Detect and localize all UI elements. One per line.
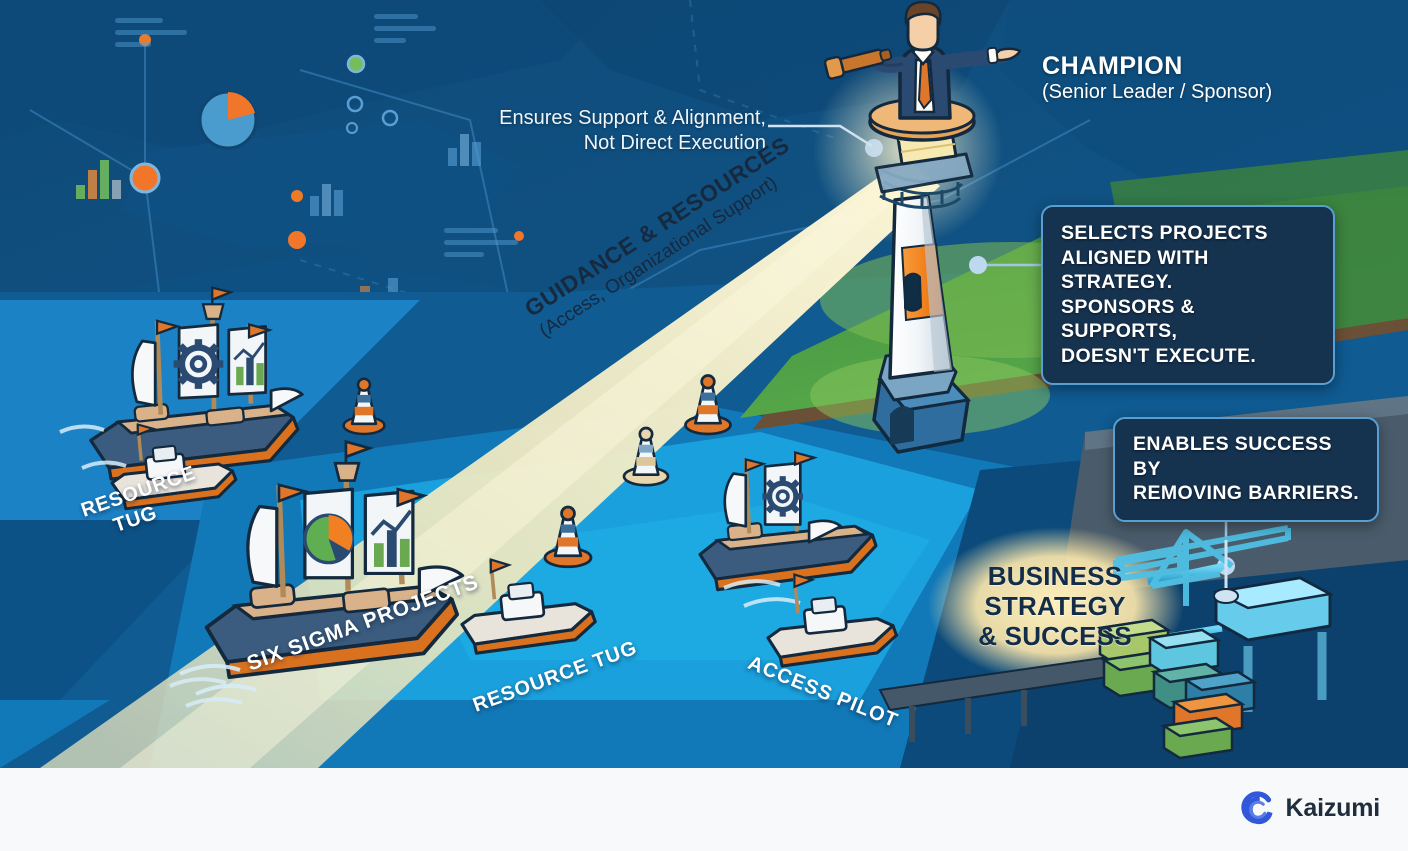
bar-chart-icon — [370, 509, 413, 567]
destination-line: BUSINESS — [987, 561, 1123, 591]
champion-subtitle: (Senior Leader / Sponsor) — [1042, 81, 1273, 103]
bar-chart-icon — [310, 184, 343, 216]
callout-line: ALIGNED WITH STRATEGY. — [1061, 246, 1209, 294]
port-crane-icon — [878, 525, 1334, 742]
tugboat-icon — [766, 573, 899, 668]
kaizumi-swirl-logo-icon — [1240, 791, 1273, 825]
brand-name: Kaizumi — [1285, 793, 1381, 822]
champion-annotation: Ensures Support & Alignment, Not Direct … — [499, 107, 766, 154]
callout-selects-projects: SELECTS PROJECTS ALIGNED WITH STRATEGY. … — [1041, 205, 1335, 385]
tugboat-icon — [110, 423, 238, 511]
pie-chart-icon — [303, 513, 355, 565]
callout-enables-success: ENABLES SUCCESS BY REMOVING BARRIERS. — [1113, 417, 1379, 522]
champion-title: CHAMPION — [1042, 52, 1183, 80]
text-placeholder-lines — [115, 14, 518, 257]
businessman-with-telescope-icon — [823, 0, 1022, 120]
map-pin-icon — [129, 34, 524, 249]
water-wake — [179, 663, 257, 696]
destination-line: STRATEGY — [984, 591, 1126, 621]
callout-line: SPONSORS & SUPPORTS, — [1061, 295, 1196, 343]
bar-chart-icon — [76, 160, 121, 199]
callout-line: DOESN'T EXECUTE. — [1061, 344, 1257, 367]
sailing-ship-icon — [698, 450, 878, 592]
tugboat-icon — [460, 558, 597, 655]
callout-line: REMOVING BARRIERS. — [1133, 482, 1360, 504]
destination-label: BUSINESS STRATEGY & SUCCESS — [950, 561, 1160, 651]
brand-lockup: Kaizumi — [1240, 790, 1380, 826]
callout-line: ENABLES SUCCESS BY — [1133, 433, 1332, 480]
callout-line: SELECTS PROJECTS — [1061, 222, 1268, 244]
sailing-ship-icon — [204, 439, 465, 680]
shipping-containers-icon — [1096, 618, 1258, 760]
water-wake — [59, 424, 243, 708]
bar-chart-icon — [233, 342, 265, 386]
bar-chart-icon — [448, 134, 481, 166]
destination-line: & SUCCESS — [978, 621, 1132, 651]
footer-bar: Kaizumi — [0, 768, 1408, 851]
pie-chart-icon — [198, 90, 258, 150]
navigation-buoy-icon — [342, 374, 732, 569]
